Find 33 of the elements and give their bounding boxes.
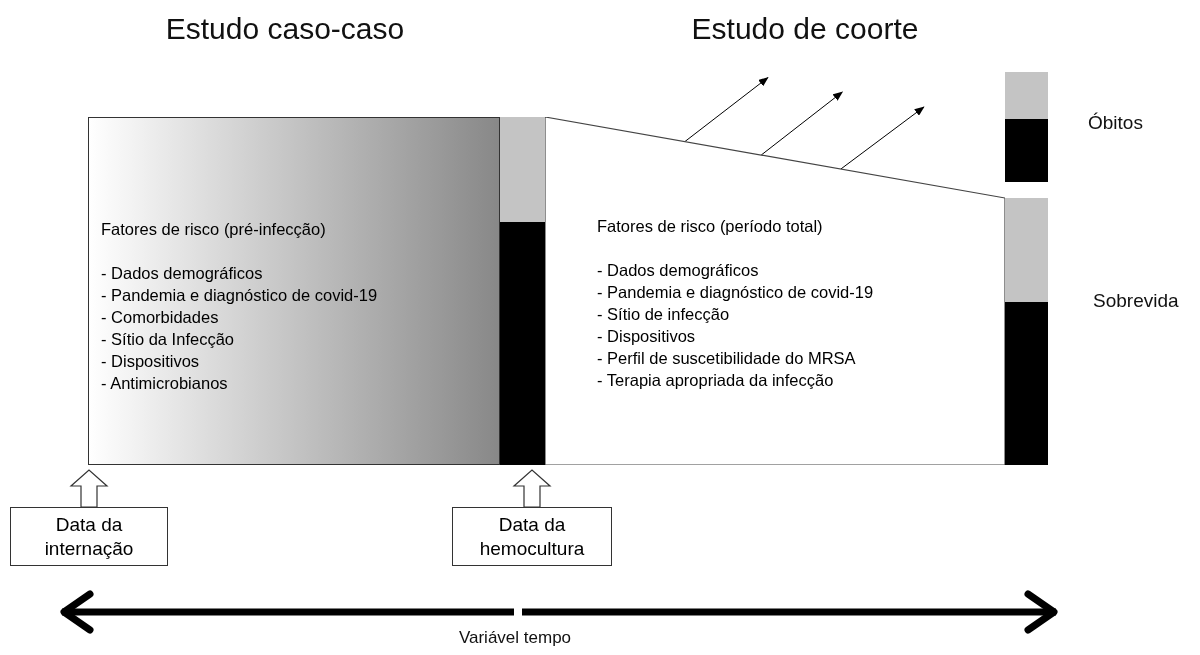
- list-item: - Dados demográficos: [597, 260, 759, 281]
- outcome-label: Sobrevida: [1093, 290, 1179, 312]
- risk-factor-panel: [88, 117, 500, 465]
- outcome-label: Óbitos: [1088, 112, 1143, 134]
- list-item: - Dispositivos: [597, 326, 696, 347]
- date-callout-box: [452, 507, 612, 566]
- block-arrow: [69, 469, 109, 508]
- list-item: - Dispositivos: [101, 351, 200, 372]
- arrow: [684, 77, 769, 143]
- panel-heading: Fatores de risco (período total): [597, 216, 823, 237]
- panel-heading: Fatores de risco (pré-infecção): [101, 219, 326, 240]
- list-item: - Dados demográficos: [101, 263, 263, 284]
- date-callout-box: [10, 507, 168, 566]
- outcome-bar: [1005, 72, 1048, 182]
- list-item: - Antimicrobianos: [101, 373, 228, 394]
- list-item: - Sítio de infecção: [597, 304, 730, 325]
- callout-text: Data da internação: [43, 512, 135, 561]
- list-item: - Comorbidades: [101, 307, 219, 328]
- arrow: [760, 91, 843, 156]
- outcome-bar: [500, 117, 545, 465]
- list-item: - Pandemia e diagnóstico de covid-19: [597, 282, 874, 303]
- callout-text: Data da hemocultura: [478, 512, 586, 561]
- section-title: Estudo caso-caso: [165, 12, 405, 46]
- outcome-bar: [1005, 198, 1048, 465]
- list-item: - Pandemia e diagnóstico de covid-19: [101, 285, 378, 306]
- list-item: - Sítio da Infecção: [101, 329, 234, 350]
- list-item: - Terapia apropriada da infecção: [597, 370, 834, 391]
- list-item: - Perfil de suscetibilidade do MRSA: [597, 348, 856, 369]
- arrow: [840, 106, 925, 170]
- section-title: Estudo de coorte: [691, 12, 919, 46]
- block-arrow: [512, 469, 552, 508]
- axis-label: Variável tempo: [458, 628, 572, 648]
- cohort-panel: [545, 117, 1005, 465]
